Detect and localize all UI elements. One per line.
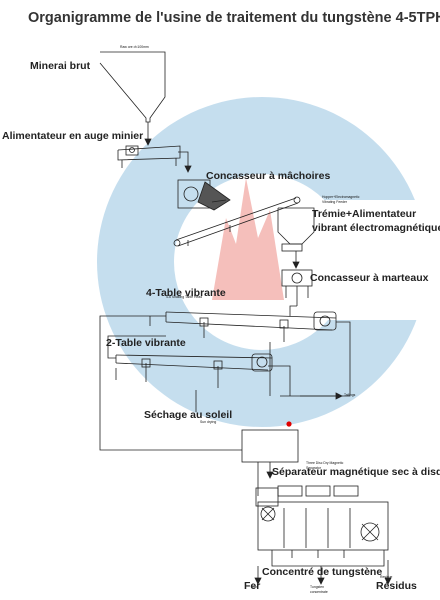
note-iron: Iron (252, 585, 258, 589)
raw-ore-bin (99, 51, 166, 123)
label-hammer-crusher: Concasseur à marteaux (310, 272, 429, 284)
note-table-4: 4-6 Shaking Table Head (166, 295, 203, 299)
note-residue: Residue (380, 575, 393, 579)
note-tailings: Tailings (344, 393, 356, 397)
label-residues: Résidus (376, 580, 417, 592)
label-raw-ore: Minerai brut (30, 60, 91, 72)
label-table-2: 2-Table vibrante (106, 337, 186, 349)
label-sun-drying: Séchage au soleil (144, 409, 233, 421)
page-title: Organigramme de l'usine de traitement du… (28, 10, 440, 26)
note-hopper-1: Hopper+Electromagnetic (322, 195, 360, 199)
note-tungsten-2: concentrate (310, 590, 328, 594)
note-bin: Raw ore d<100mm (120, 45, 149, 49)
jaw-crusher (177, 179, 231, 211)
label-tungsten-concentrate: Concentré de tungstène (262, 566, 383, 578)
note-sun-drying: Sun drying (200, 420, 217, 424)
note-mag-2: Separator (306, 466, 321, 470)
shaking-table-4 (165, 311, 337, 342)
hopper-feeder (277, 207, 315, 252)
note-mag-1: Three Disc Dry Magnetic (306, 461, 344, 465)
note-hopper-2: Vibrating Feeder (322, 200, 348, 204)
label-jaw-crusher: Concasseur à mâchoires (206, 170, 331, 182)
label-table-4: 4-Table vibrante (146, 287, 226, 299)
magnetic-separator (255, 485, 389, 567)
label-feeder: Alimentateur en auge minier (2, 130, 144, 142)
shaking-table-2 (115, 353, 273, 388)
red-dot (286, 421, 292, 427)
label-hopper-feeder-1: Trémie+Alimentateur (312, 208, 417, 220)
label-magnetic-separator: Séparateur magnétique sec à disque (272, 466, 440, 478)
trough-feeder (117, 145, 181, 168)
sun-drying-box (241, 429, 299, 463)
label-iron: Fer (244, 580, 261, 592)
note-tungsten-1: Tungsten (310, 585, 325, 589)
label-hopper-feeder-2: vibrant électromagnétique (312, 222, 440, 234)
belt-conveyor (173, 196, 301, 247)
